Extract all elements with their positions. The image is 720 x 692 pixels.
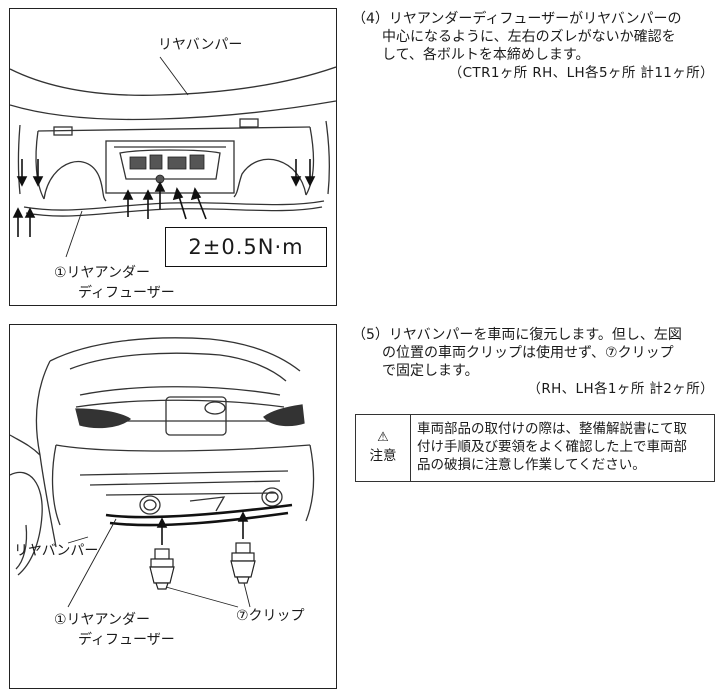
bumper-reinstall-drawing	[10, 337, 315, 608]
caution-body: 車両部品の取付けの際は、整備解説書にて取 付け手順及び要領をよく確認した上で車両…	[411, 415, 714, 481]
step-4-line-1: （4）リヤアンダーディフューザーがリヤバンパーの	[352, 11, 682, 27]
diffuser-label-2-line2: ディフューザー	[78, 632, 175, 648]
figure-bumper-reinstall: リヤバンパー ①リヤアンダー ディフューザー ⑦クリップ	[9, 324, 337, 689]
diffuser-label-line2: ディフューザー	[78, 285, 175, 301]
step-4-line-3: して、各ボルトを本締めします。	[382, 47, 590, 63]
caution-header: ⚠ 注意	[356, 415, 411, 481]
figure-diffuser-install: リヤバンパー 2±0.5N·m ①リヤアンダー ディフューザー	[9, 8, 337, 306]
clip-label: ⑦クリップ	[236, 608, 305, 624]
diffuser-install-drawing	[10, 56, 336, 258]
step-4-text: （4）リヤアンダーディフューザーがリヤバンパーの 中心になるように、左右のズレが…	[352, 10, 714, 82]
step-4-bolt-count: （CTR1ヶ所 RH、LH各5ヶ所 計11ヶ所）	[448, 65, 714, 81]
caution-heading: 注意	[369, 448, 397, 464]
step-5-line-2: の位置の車両クリップは使用せず、⑦クリップ	[382, 345, 674, 361]
caution-box: ⚠ 注意 車両部品の取付けの際は、整備解説書にて取 付け手順及び要領をよく確認し…	[355, 414, 715, 482]
step-4-line-2: 中心になるように、左右のズレがないか確認を	[382, 29, 676, 45]
caution-line-1: 車両部品の取付けの際は、整備解説書にて取	[417, 421, 687, 437]
step-5-clip-count: （RH、LH各1ヶ所 計2ヶ所）	[527, 381, 714, 397]
warning-triangle-icon: ⚠	[377, 430, 389, 445]
step-5-line-1: （5）リヤバンパーを車両に復元します。但し、左図	[352, 327, 682, 343]
step-5-text: （5）リヤバンパーを車両に復元します。但し、左図 の位置の車両クリップは使用せず…	[352, 326, 714, 398]
rear-bumper-label-2: リヤバンパー	[14, 543, 99, 559]
clip-icons	[149, 542, 256, 590]
caution-line-3: 品の破損に注意し作業してください。	[417, 457, 646, 473]
diffuser-label-2-line1: ①リヤアンダー	[54, 612, 150, 628]
rear-bumper-label: リヤバンパー	[158, 37, 243, 53]
diffuser-label-line1: ①リヤアンダー	[54, 265, 150, 281]
step-5-line-3: で固定します。	[382, 363, 479, 379]
caution-line-2: 付け手順及び要領をよく確認した上で車両部	[417, 439, 687, 455]
torque-spec-box: 2±0.5N·m	[165, 227, 327, 267]
